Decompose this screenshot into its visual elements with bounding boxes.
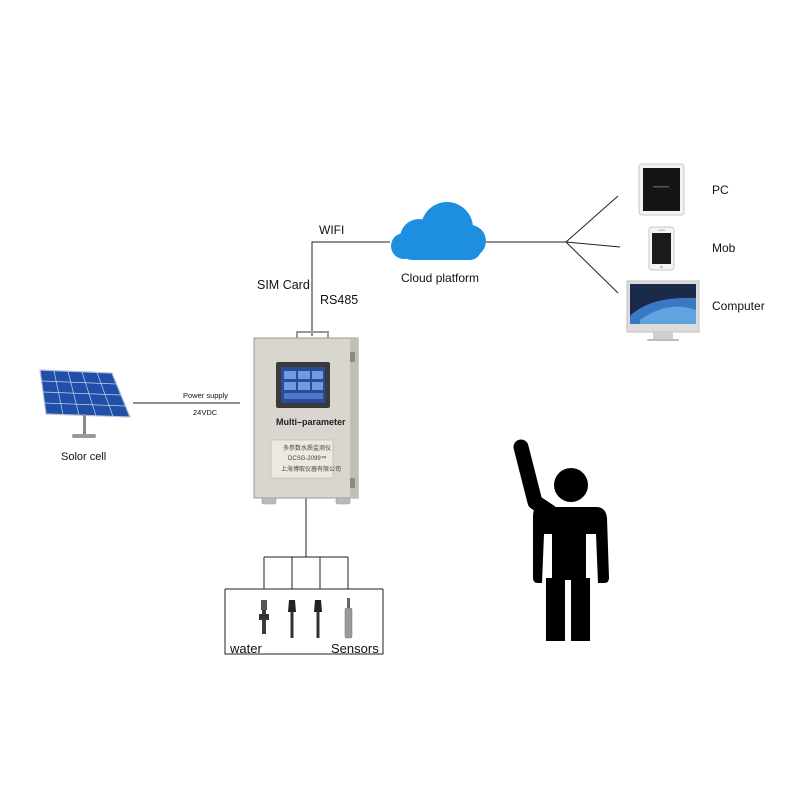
sim-card-label: SIM Card: [257, 278, 310, 292]
device-plate-line-3: 上海博取仪器有限公司: [281, 467, 342, 473]
splitter-pc-line: [565, 195, 619, 243]
person-icon: [513, 439, 609, 641]
sensor-probe-4: [344, 598, 353, 639]
sensor-probe-3: [314, 600, 322, 638]
pc-label: PC: [712, 183, 729, 197]
sensor-probes: [259, 598, 353, 639]
wifi-label: WIFI: [319, 223, 345, 237]
multiparameter-cabinet: [253, 331, 359, 505]
splitter-computer-line: [565, 241, 619, 294]
monitor-icon: [626, 280, 700, 341]
device-plate-line-1: 多参数水质监测仪: [283, 446, 332, 452]
cloud-label: Cloud platform: [401, 271, 480, 285]
connection-lines: [133, 195, 621, 655]
computer-label: Computer: [712, 299, 765, 313]
device-plate-line-2: DCSG-2099™: [288, 456, 327, 462]
wifi-link-line: [311, 241, 390, 336]
solar-panel-icon: [39, 369, 131, 438]
rs485-label: RS485: [320, 293, 359, 307]
mob-label: Mob: [712, 241, 736, 255]
tablet-icon: [638, 163, 685, 216]
solar-cell-label: Solor cell: [61, 451, 107, 463]
sensor-probe-2: [288, 600, 296, 638]
splitter-mob-line: [565, 241, 621, 248]
cloud-icon: [391, 202, 486, 260]
device-title-label: Multi–parameter: [276, 417, 346, 427]
voltage-label: 24VDC: [193, 408, 218, 417]
water-container-outline: [224, 589, 384, 655]
sensors-label: Sensors: [331, 641, 379, 656]
phone-icon: [648, 226, 675, 271]
power-supply-label: Power supply: [183, 391, 229, 400]
sensor-probe-1: [259, 600, 269, 634]
water-label: water: [230, 641, 262, 656]
